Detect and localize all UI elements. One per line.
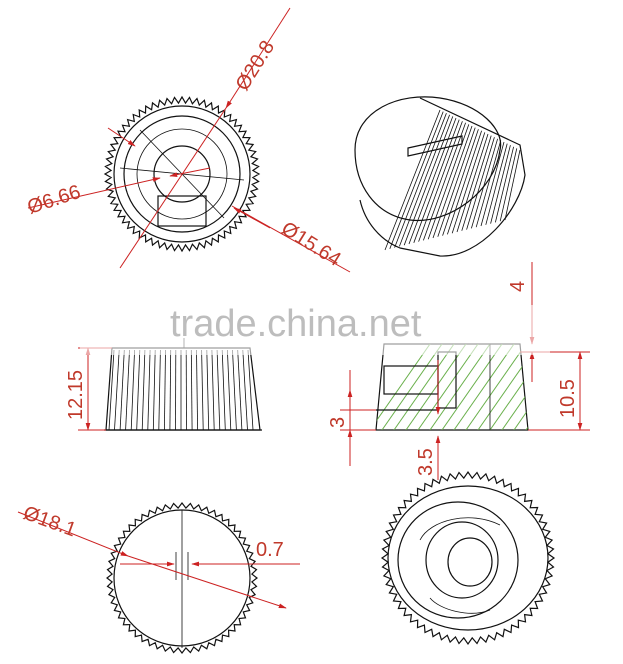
ridge-line — [119, 349, 125, 431]
ridge-line — [413, 119, 460, 243]
hatch-line — [429, 344, 491, 430]
label-d20-8: Ø20.8 — [232, 37, 280, 95]
dim-h3: 3 — [327, 370, 376, 466]
ridge-line — [147, 349, 151, 431]
watermark-text: trade.china.net — [170, 303, 422, 345]
hatch-line — [489, 344, 528, 430]
label-w0-7: 0.7 — [256, 539, 284, 561]
ridge-line — [136, 349, 141, 431]
label-d18-1: Ø18.1 — [20, 502, 79, 541]
ridge-line — [247, 349, 254, 431]
ridge-line — [466, 137, 495, 230]
ridge-line — [475, 140, 502, 228]
ridge-line — [152, 349, 156, 431]
ridge-line — [237, 349, 243, 431]
ridge-line — [221, 349, 226, 431]
ridge-line — [480, 141, 505, 227]
hatch-line — [393, 344, 455, 430]
dim-w0-7: 0.7 — [120, 539, 300, 567]
watermark: trade.china.net — [80, 303, 550, 355]
label-h10-5: 10.5 — [557, 379, 579, 418]
ridge-line — [114, 349, 120, 431]
ridge-line — [432, 125, 473, 239]
hatch-line — [453, 344, 515, 430]
ridge-line — [201, 349, 204, 431]
dim-d20-8: Ø20.8 — [119, 7, 291, 269]
hatch-line — [465, 344, 527, 430]
dim-h3-5: 3.5 — [415, 360, 441, 480]
hatch-line — [501, 344, 528, 430]
label-h3-5: 3.5 — [415, 448, 437, 476]
knurl-edge — [380, 470, 556, 646]
bottom-view-knob — [106, 502, 258, 654]
knurl-edge — [106, 502, 258, 654]
label-h12-15: 12.15 — [65, 370, 87, 420]
ridge-line — [423, 122, 466, 241]
top-view-knob — [103, 95, 261, 253]
ridge-line — [442, 129, 479, 236]
ridge-line — [418, 121, 463, 242]
ridge-line — [169, 349, 172, 431]
label-d4: 4 — [507, 281, 529, 292]
ridge-line — [190, 349, 193, 431]
ridge-line — [242, 349, 248, 431]
label-d15-64: Ø15.64 — [277, 218, 344, 271]
ridge-line — [216, 349, 221, 431]
ridge-line — [394, 113, 447, 248]
ridge-line — [403, 116, 454, 246]
hatch-line — [417, 344, 479, 430]
ridge-line — [227, 349, 232, 431]
hatch-line — [441, 344, 503, 430]
ridge-line — [384, 109, 441, 251]
ridge-line — [456, 133, 489, 233]
label-d6-66: Ø6.66 — [25, 181, 84, 219]
label-h3: 3 — [327, 417, 349, 428]
ridge-line — [164, 349, 166, 431]
hatch-line — [405, 344, 467, 430]
hatch-line — [376, 344, 431, 430]
ridge-line — [399, 114, 450, 247]
knurl-edge — [103, 95, 261, 253]
perspective-view-knob — [354, 96, 526, 257]
ridge-line — [499, 148, 518, 222]
ridge-line — [461, 135, 492, 231]
ridge-line — [125, 349, 130, 431]
ridge-line — [108, 349, 115, 431]
ridge-line — [158, 349, 161, 431]
ridge-line — [141, 349, 146, 431]
ridge-line — [232, 349, 237, 431]
ridge-line — [504, 149, 521, 221]
hatch-line — [381, 344, 443, 430]
ridge-line — [211, 349, 215, 431]
ridge-line — [206, 349, 210, 431]
ridge-line — [447, 130, 482, 235]
ridge-line — [130, 349, 135, 431]
ridge-line — [389, 111, 444, 249]
ridge-line — [196, 349, 198, 431]
dim-h10-5: 10.5 — [520, 351, 590, 431]
ridge-line — [485, 143, 508, 225]
bottom-perspective-knob — [380, 470, 556, 646]
ridge-line — [495, 146, 514, 223]
ridge-line — [451, 132, 486, 234]
ridge-line — [490, 145, 511, 224]
hatch-line — [477, 344, 528, 430]
ridge-line — [471, 138, 498, 229]
hatch-line — [513, 344, 528, 430]
ridge-line — [437, 127, 476, 237]
dim-h12-15: 12.15 — [65, 347, 112, 431]
section-view-knob — [375, 343, 529, 431]
